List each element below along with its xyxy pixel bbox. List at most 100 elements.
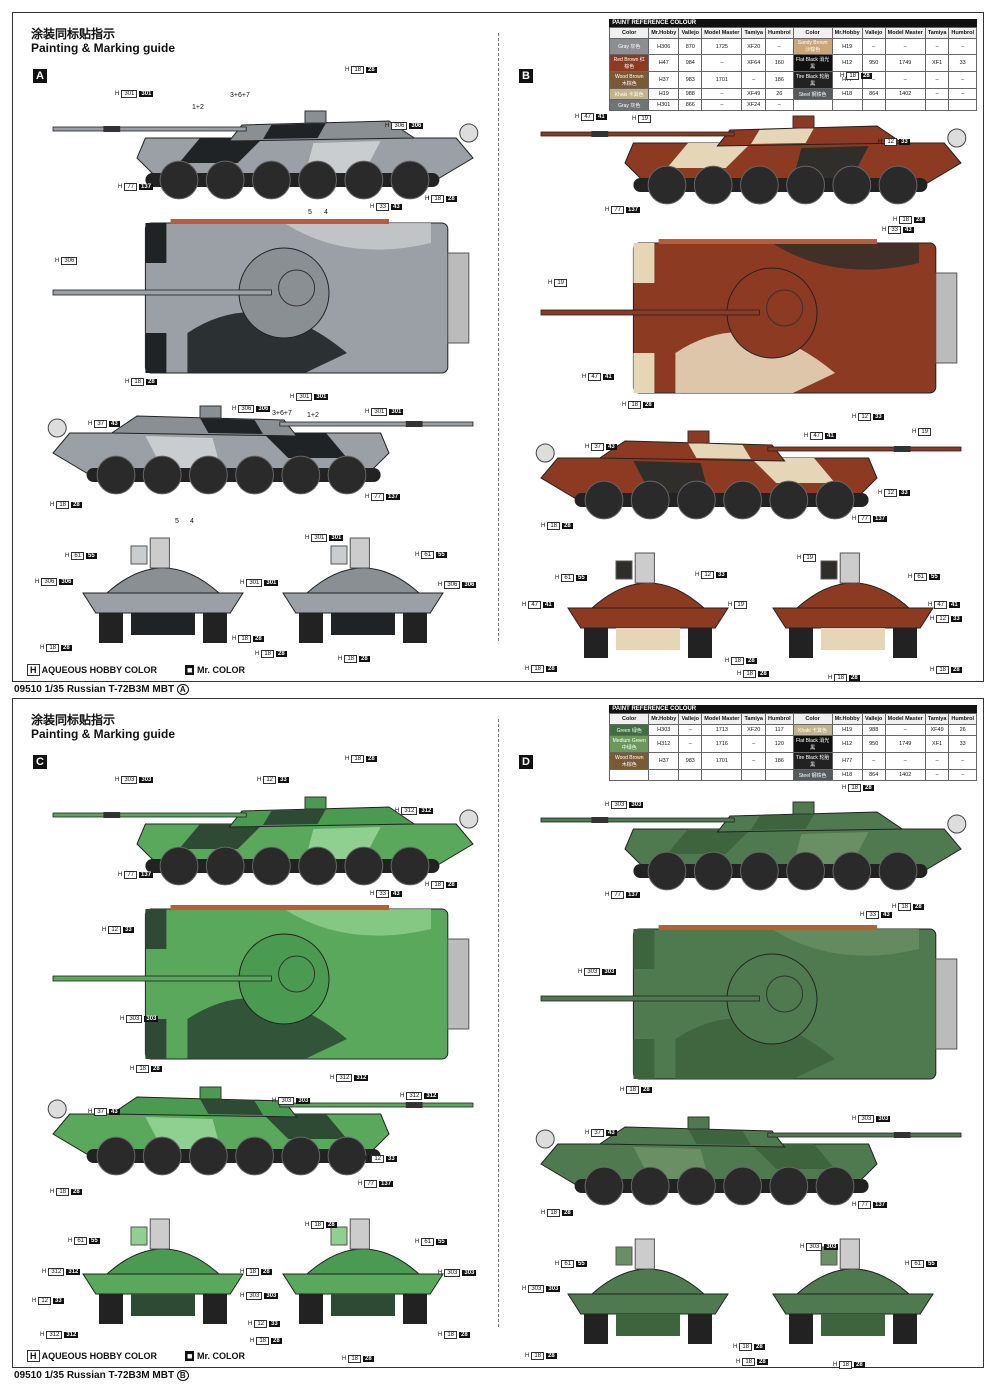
snorkel-drum xyxy=(47,1099,67,1119)
commander-sight xyxy=(615,1246,633,1266)
decal-number: 5 xyxy=(175,518,179,525)
lower-plate xyxy=(331,613,395,635)
rear-drums xyxy=(935,272,958,364)
side-view-b-right xyxy=(535,430,962,520)
gun-barrel xyxy=(767,1132,962,1138)
camo-patch xyxy=(667,143,751,168)
hull-front xyxy=(282,592,444,614)
camo-patch xyxy=(688,1129,751,1145)
commander-sight xyxy=(615,560,633,580)
gun-barrel xyxy=(52,975,272,982)
sight-box xyxy=(839,552,860,584)
road-wheel xyxy=(252,846,291,886)
road-wheel xyxy=(344,160,384,200)
paint-swatch-cell: Red Brown 红棕色 xyxy=(609,54,650,72)
road-wheel xyxy=(142,455,182,495)
road-wheel xyxy=(740,165,779,205)
turret-front xyxy=(795,582,911,609)
paint-table-caption-2: PAINT REFERENCE COLOUR xyxy=(609,705,977,713)
decal-number: 5 xyxy=(308,209,312,216)
track-right xyxy=(688,628,712,658)
track-left xyxy=(789,628,813,658)
rear-view-a xyxy=(282,537,444,643)
commander-sight xyxy=(199,1086,222,1100)
hatch-ring xyxy=(278,955,316,993)
road-wheel xyxy=(723,480,762,520)
track-left xyxy=(99,1294,123,1324)
scheme-badge-c: C xyxy=(33,755,47,769)
road-wheel xyxy=(159,846,199,886)
camo-stripe xyxy=(772,929,919,956)
hull-front xyxy=(82,592,244,614)
track-left xyxy=(299,1294,323,1324)
gun-sleeve xyxy=(591,817,609,823)
camo-stripe xyxy=(284,223,431,250)
paint-table-header: Color xyxy=(609,27,650,39)
camo-patch xyxy=(751,1144,835,1169)
sheet-divider xyxy=(498,33,499,641)
road-wheel xyxy=(630,1166,670,1206)
turret-front xyxy=(105,567,221,594)
track-left xyxy=(299,613,323,643)
road-wheel xyxy=(832,851,872,891)
paint-swatch-cell: Gray 灰色 xyxy=(609,38,650,55)
front-view-b xyxy=(567,552,729,658)
rear-drums xyxy=(447,252,470,344)
gun-barrel xyxy=(540,131,735,137)
gun-barrel xyxy=(279,421,474,427)
gun-barrel xyxy=(540,817,735,823)
rear-drums xyxy=(935,958,958,1050)
paint-table-cell: 866 xyxy=(678,99,703,111)
turret-front xyxy=(590,582,706,609)
track-left xyxy=(584,628,608,658)
paint-swatch-cell: Wood Brown 木棕色 xyxy=(609,752,650,770)
sheet-divider-2 xyxy=(498,719,499,1327)
paint-table-cell xyxy=(648,769,680,781)
paint-swatch-cell: Steel 钢铁色 xyxy=(792,769,833,781)
paint-table-caption: PAINT REFERENCE COLOUR xyxy=(609,19,977,27)
hull-front xyxy=(567,1293,729,1315)
paint-table-cell: – xyxy=(884,71,926,89)
road-wheel xyxy=(676,480,716,520)
lower-plate xyxy=(616,628,680,650)
turret-front xyxy=(305,567,421,594)
scheme-badge-a: A xyxy=(33,69,47,83)
hull-front xyxy=(772,607,934,629)
gun-sleeve xyxy=(893,446,911,452)
road-wheel xyxy=(327,455,367,495)
lower-plate xyxy=(131,613,195,635)
paint-swatch-cell: Flat Black 消光黑 xyxy=(792,54,833,72)
side-view-a-right xyxy=(47,405,474,495)
commander-sight xyxy=(687,1116,710,1130)
hull-front xyxy=(567,607,729,629)
front-view-c xyxy=(82,1218,244,1324)
